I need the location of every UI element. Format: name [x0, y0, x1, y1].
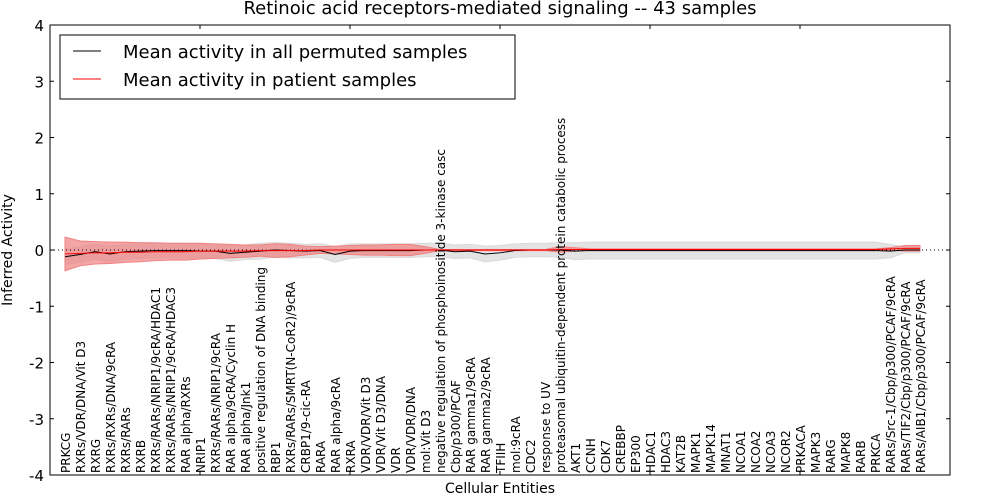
- x-tick-label: MAPK8: [839, 432, 853, 473]
- x-tick-label: RXRA: [344, 440, 358, 473]
- x-tick-label: VDR/Vit D3/DNA: [374, 375, 388, 473]
- x-tick-label: NCOA3: [764, 431, 778, 473]
- x-tick-label: NCOA1: [734, 431, 748, 473]
- x-tick-label: PRKACA: [794, 424, 808, 473]
- x-tick-label: RXRs/RARs/SMRT(N-CoR2)/9cRA: [284, 281, 298, 473]
- x-tick-label: RXRG: [89, 439, 103, 473]
- y-tick-label: -2: [29, 355, 44, 373]
- x-tick-label: RAR alpha/RXRs: [179, 376, 193, 473]
- x-tick-label: RXRs/RARs/NRIP1/9cRA/HDAC1: [149, 287, 163, 473]
- x-tick-label: VDR/VDR/Vit D3: [359, 377, 373, 473]
- x-tick-label: MAPK3: [809, 432, 823, 473]
- x-tick-label: mol:Vit D3: [419, 410, 433, 473]
- x-tick-label: CCNH: [584, 438, 598, 473]
- x-tick-label: NRIP1: [194, 437, 208, 473]
- x-tick-label: CREBBP: [614, 425, 628, 473]
- x-tick-label: RAR alpha/9cRA: [329, 376, 343, 473]
- x-tick-label: RARG: [824, 439, 838, 473]
- x-tick-label: RAR gamma2/9cRA: [479, 356, 493, 473]
- x-tick-label: MNAT1: [719, 431, 733, 473]
- x-tick-label: PRKCA: [869, 433, 883, 473]
- y-tick-label: 2: [34, 130, 44, 148]
- x-tick-label: KAT2B: [674, 435, 688, 473]
- y-tick-label: -1: [29, 298, 44, 316]
- x-tick-label: RARA: [314, 440, 328, 473]
- x-tick-label: response to UV: [539, 381, 553, 473]
- x-tick-label: TFIIH: [494, 443, 508, 474]
- confidence-bands: [64, 236, 921, 272]
- x-tick-label: CDK7: [599, 440, 613, 473]
- legend-label-permuted: Mean activity in all permuted samples: [123, 42, 467, 63]
- x-tick-label: RXRs/RARs/NRIP1/9cRA: [209, 332, 223, 473]
- axis-ticks: -4 -3 -2 -1 0 1 2 3 4: [29, 17, 951, 485]
- chart-title: Retinoic acid receptors-mediated signali…: [243, 0, 756, 19]
- x-tick-label: HDAC1: [644, 431, 658, 473]
- x-tick-label: HDAC3: [659, 431, 673, 473]
- x-tick-label: positive regulation of DNA binding: [254, 267, 268, 473]
- x-tick-label: RXRs/RARs/NRIP1/9cRA/HDAC3: [164, 287, 178, 473]
- y-tick-label: 0: [34, 242, 44, 260]
- x-tick-label: RAR alpha/9cRA/Cyclin H: [224, 324, 238, 473]
- x-tick-label: VDR: [389, 447, 403, 473]
- x-tick-label: MAPK14: [704, 424, 718, 473]
- x-tick-label: NCOR2: [779, 430, 793, 473]
- y-tick-label: 1: [34, 186, 44, 204]
- x-tick-label: RAR gamma1/9cRA: [464, 356, 478, 473]
- x-tick-label: Cbp/p300/PCAF: [449, 380, 463, 473]
- band-patient: [64, 236, 921, 272]
- series-lines: [50, 247, 950, 258]
- x-tick-label: RXRB: [134, 440, 148, 473]
- x-tick-label: VDR/VDR/DNA: [404, 386, 418, 473]
- x-tick-label: RARB: [854, 440, 868, 473]
- x-tick-label: RARs/Src-1/Cbp/p300/PCAF/9cRA: [884, 275, 898, 473]
- x-tick-label: proteasomal ubiquitin-dependent protein …: [554, 118, 568, 473]
- x-tick-label: CRBP1/9-cic-RA: [299, 379, 313, 473]
- x-tick-label: RBP1: [269, 442, 283, 473]
- x-tick-label: mol:9cRA: [509, 416, 523, 473]
- x-tick-label: RXRs/VDR/DNA/Vit D3: [74, 341, 88, 473]
- x-tick-label: RXRs/RARs: [119, 407, 133, 473]
- x-tick-label: negative regulation of phosphoinositide …: [434, 149, 448, 473]
- legend-label-patient: Mean activity in patient samples: [123, 70, 417, 91]
- y-tick-label: 3: [34, 73, 44, 91]
- x-tick-label: AKT1: [569, 443, 583, 473]
- x-tick-label: RAR alpha/Jnk1: [239, 382, 253, 473]
- y-tick-label: -4: [29, 467, 44, 485]
- x-axis-label: Cellular Entities: [445, 481, 555, 497]
- y-tick-label: 4: [34, 17, 44, 35]
- legend: Mean activity in all permuted samples Me…: [59, 34, 516, 100]
- x-tick-label: PRKCG: [59, 433, 73, 473]
- x-tick-label: CDC2: [524, 439, 538, 473]
- series-line-patient: [64, 247, 920, 255]
- x-tick-label: RARs/AIB1/Cbp/p300/PCAF/9cRA: [914, 279, 928, 473]
- y-tick-label: -3: [29, 411, 44, 429]
- legend-box: [59, 34, 516, 100]
- x-tick-label: RARs/TIF2/Cbp/p300/PCAF/9cRA: [899, 281, 913, 473]
- x-tick-label: NCOA2: [749, 431, 763, 473]
- x-tick-label: EP300: [629, 435, 643, 473]
- x-tick-label: MAPK1: [689, 432, 703, 473]
- x-tick-label: RXRs/RXRs/DNA/9cRA: [104, 341, 118, 473]
- y-axis-label: Inferred Activity: [0, 194, 16, 306]
